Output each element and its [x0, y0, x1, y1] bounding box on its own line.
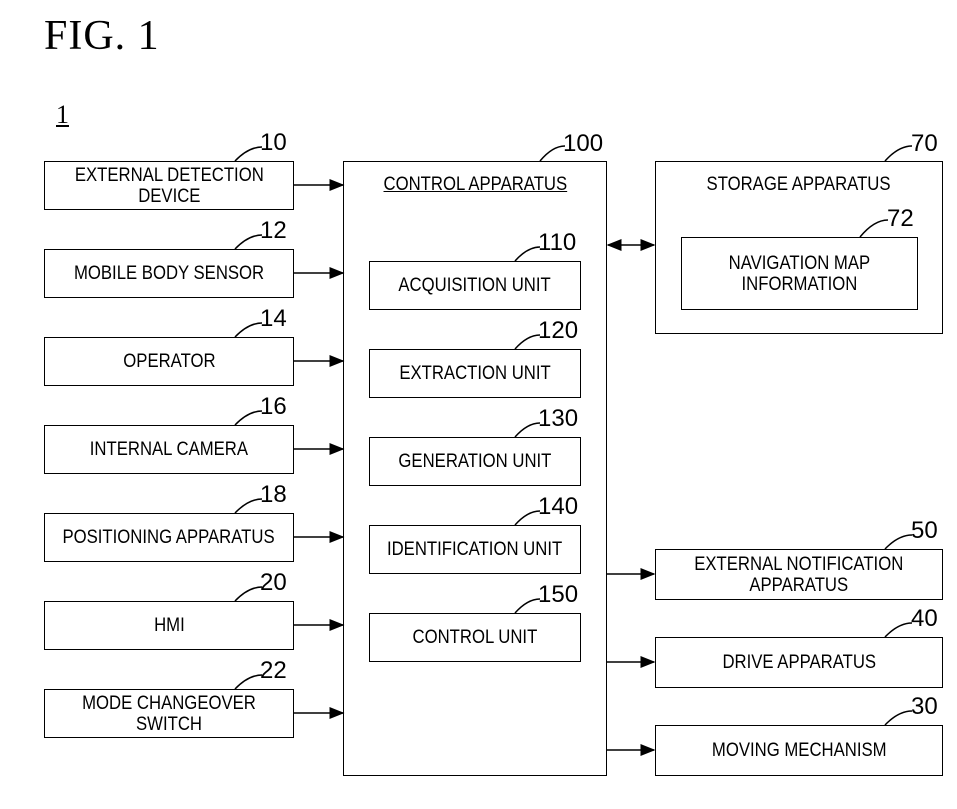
storage-apparatus-label: STORAGE APPARATUS [707, 174, 891, 196]
ref-number: 150 [538, 581, 578, 609]
unit-box-130: GENERATION UNIT [369, 437, 581, 486]
unit-label-150: CONTROL UNIT [413, 627, 538, 648]
ref-number: 70 [911, 130, 938, 158]
output-box-40: DRIVE APPARATUS [655, 637, 943, 688]
unit-label-120: EXTRACTION UNIT [399, 363, 550, 384]
navigation-map-box: NAVIGATION MAP INFORMATION [681, 237, 918, 310]
input-label-14: OPERATOR [123, 351, 215, 372]
ref-number: 100 [563, 130, 603, 158]
input-label-22: MODE CHANGEOVER SWITCH [60, 693, 278, 735]
unit-box-150: CONTROL UNIT [369, 613, 581, 662]
input-label-10: EXTERNAL DETECTION DEVICE [75, 165, 264, 207]
leader-line [235, 323, 262, 337]
unit-label-110: ACQUISITION UNIT [399, 275, 551, 296]
leader-line [235, 147, 262, 161]
input-label-20: HMI [154, 615, 185, 636]
input-box-20: HMI [44, 601, 294, 650]
ref-number: 130 [538, 405, 578, 433]
output-label-50: EXTERNAL NOTIFICATION APPARATUS [694, 554, 903, 596]
navigation-map-label: NAVIGATION MAP INFORMATION [729, 253, 871, 295]
input-box-16: INTERNAL CAMERA [44, 425, 294, 474]
unit-label-140: IDENTIFICATION UNIT [387, 539, 562, 560]
leader-line [235, 587, 262, 601]
ref-number: 14 [260, 305, 287, 333]
input-label-12: MOBILE BODY SENSOR [74, 263, 264, 284]
ref-number: 12 [260, 217, 287, 245]
unit-box-110: ACQUISITION UNIT [369, 261, 581, 310]
input-label-16: INTERNAL CAMERA [90, 439, 248, 460]
leader-line [235, 675, 262, 689]
leader-line [540, 146, 565, 161]
ref-number: 30 [911, 693, 938, 721]
ref-number: 120 [538, 317, 578, 345]
output-box-50: EXTERNAL NOTIFICATION APPARATUS [655, 549, 943, 600]
ref-number: 10 [260, 129, 287, 157]
output-box-30: MOVING MECHANISM [655, 725, 943, 776]
unit-label-130: GENERATION UNIT [399, 451, 552, 472]
figure-title: FIG. 1 [44, 12, 160, 60]
unit-box-140: IDENTIFICATION UNIT [369, 525, 581, 574]
ref-number: 110 [538, 229, 576, 257]
output-label-30: MOVING MECHANISM [712, 740, 887, 761]
leader-line [235, 235, 262, 249]
system-ref: 1 [56, 100, 69, 130]
leader-line [885, 146, 912, 161]
ref-number: 140 [538, 493, 578, 521]
leader-line [235, 411, 262, 425]
input-box-22: MODE CHANGEOVER SWITCH [44, 689, 294, 738]
ref-number: 20 [260, 569, 287, 597]
leader-line [885, 623, 912, 637]
ref-number: 50 [911, 517, 938, 545]
output-label-40: DRIVE APPARATUS [722, 652, 876, 673]
input-box-14: OPERATOR [44, 337, 294, 386]
ref-number: 72 [887, 205, 914, 233]
leader-line [235, 499, 262, 513]
leader-line [885, 711, 912, 725]
leader-line [885, 535, 912, 549]
input-label-18: POSITIONING APPARATUS [63, 527, 275, 548]
input-box-18: POSITIONING APPARATUS [44, 513, 294, 562]
ref-number: 22 [260, 657, 287, 685]
ref-number: 40 [911, 605, 938, 633]
unit-box-120: EXTRACTION UNIT [369, 349, 581, 398]
ref-number: 18 [260, 481, 287, 509]
input-box-12: MOBILE BODY SENSOR [44, 249, 294, 298]
control-apparatus-label: CONTROL APPARATUS [383, 174, 567, 196]
input-box-10: EXTERNAL DETECTION DEVICE [44, 161, 294, 210]
ref-number: 16 [260, 393, 287, 421]
